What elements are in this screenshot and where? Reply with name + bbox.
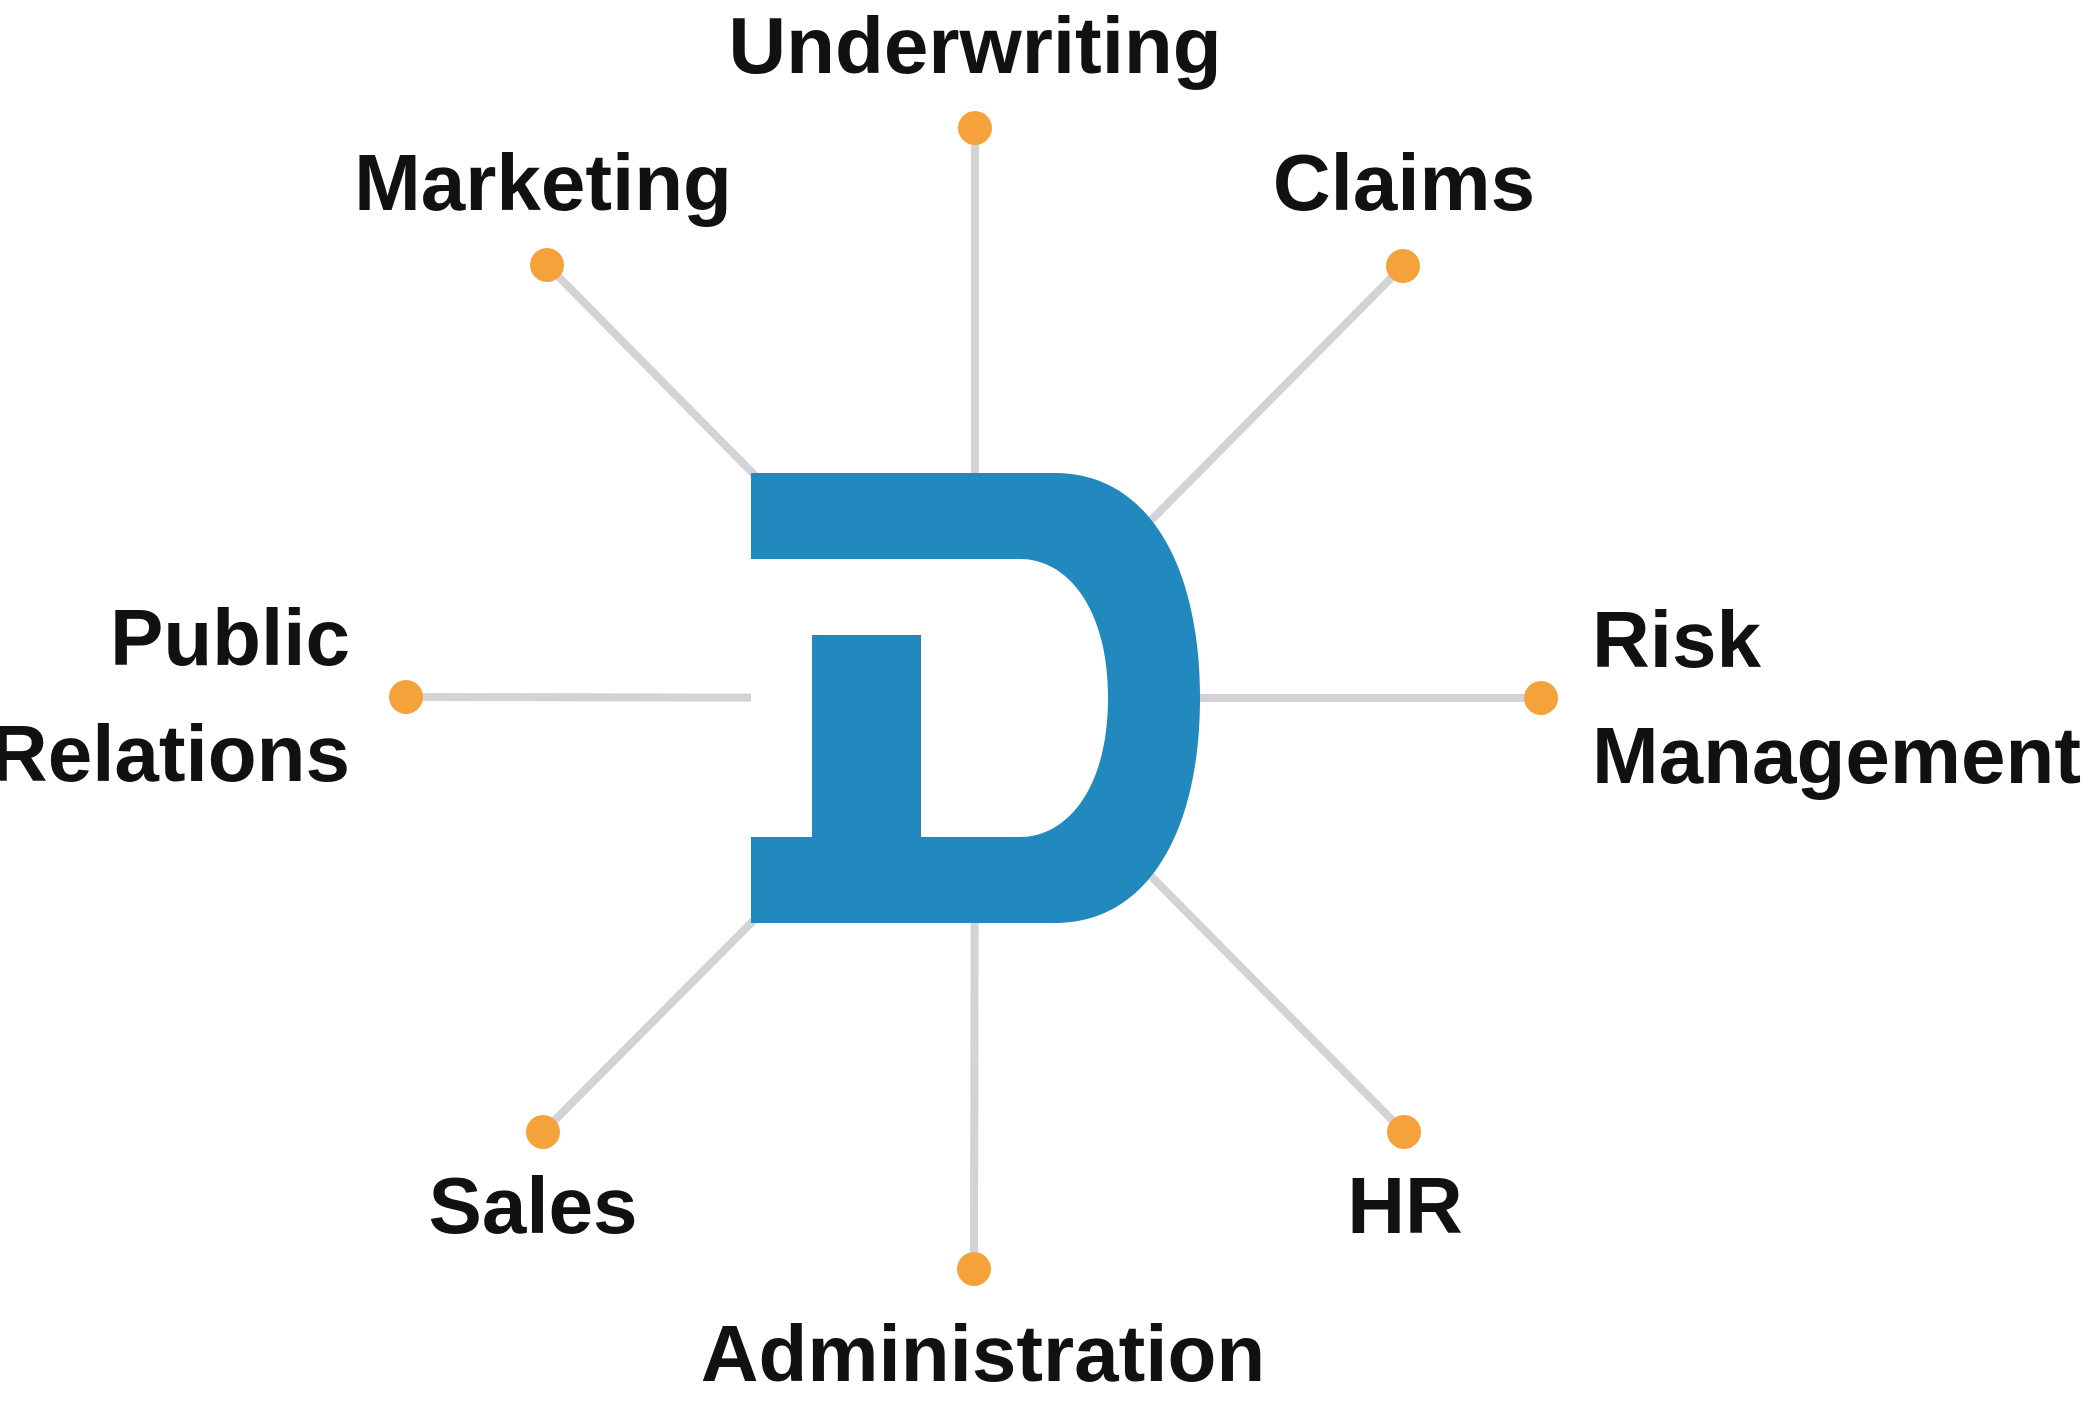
department-label-public-relations: Public Relations	[0, 593, 350, 798]
department-label-administration: Administration	[700, 1309, 1266, 1398]
node-dot-risk-management	[1524, 681, 1558, 715]
department-label-claims: Claims	[1272, 138, 1536, 227]
department-label-risk-management: Risk Management	[1592, 595, 2081, 800]
node-dot-public-relations	[389, 680, 423, 714]
department-label-hr: HR	[1347, 1161, 1463, 1250]
node-dot-underwriting	[958, 111, 992, 145]
node-dot-marketing	[530, 248, 564, 282]
node-dot-hr	[1387, 1115, 1421, 1149]
department-label-underwriting: Underwriting	[728, 1, 1222, 90]
node-dot-claims	[1386, 249, 1420, 283]
letter-d-logo-icon	[751, 473, 1200, 923]
department-label-sales: Sales	[428, 1161, 638, 1250]
node-dots-group	[389, 111, 1558, 1286]
node-dot-sales	[526, 1115, 560, 1149]
node-dot-administration	[957, 1252, 991, 1286]
department-label-marketing: Marketing	[354, 138, 732, 227]
